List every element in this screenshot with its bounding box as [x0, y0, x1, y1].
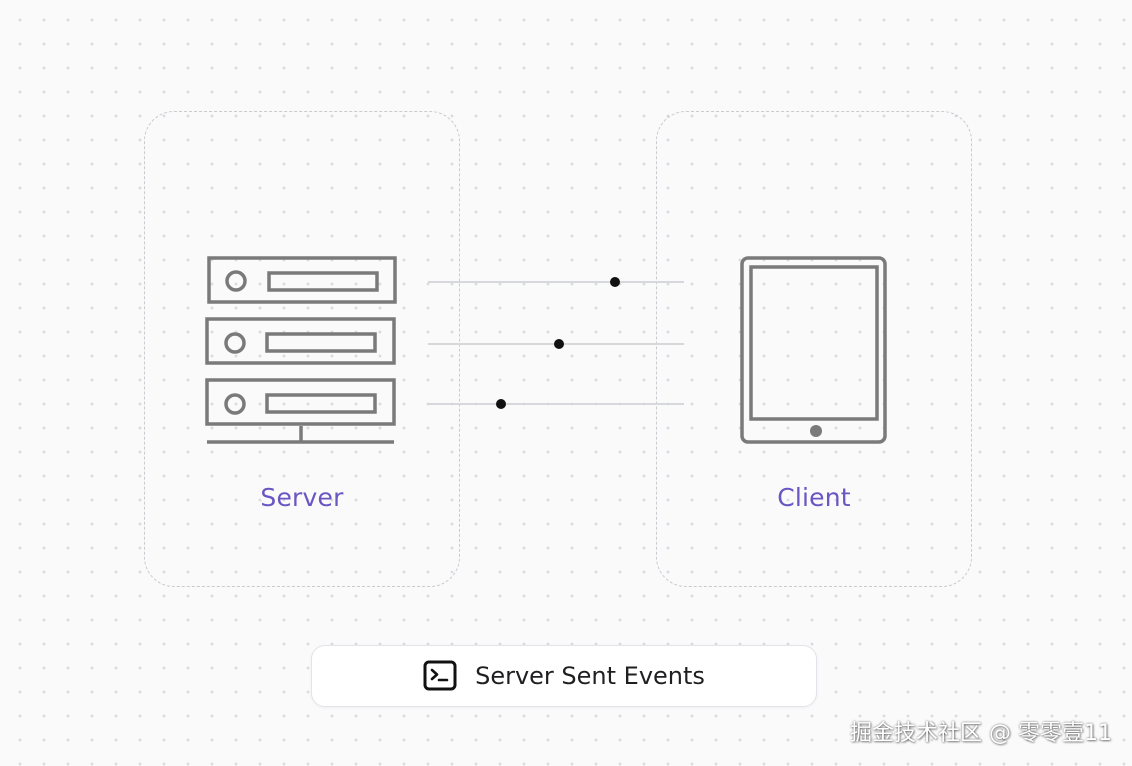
connection-line-1 — [428, 277, 684, 287]
event-dot — [554, 339, 564, 349]
footer-label: Server Sent Events — [475, 662, 705, 690]
connection-line-3 — [428, 399, 684, 409]
terminal-icon — [423, 659, 457, 693]
connection-line-2 — [428, 339, 684, 349]
server-rack-icon — [205, 256, 397, 444]
client-panel — [656, 111, 972, 587]
event-dot — [496, 399, 506, 409]
server-panel — [144, 111, 460, 587]
event-dot — [610, 277, 620, 287]
tablet-icon — [740, 256, 887, 444]
server-sent-events-button[interactable]: Server Sent Events — [311, 645, 817, 707]
server-label: Server — [260, 483, 344, 512]
client-label: Client — [777, 483, 851, 512]
watermark: 掘金技术社区 @ 零零壹11 — [850, 721, 1112, 746]
connection-lines — [428, 277, 684, 409]
